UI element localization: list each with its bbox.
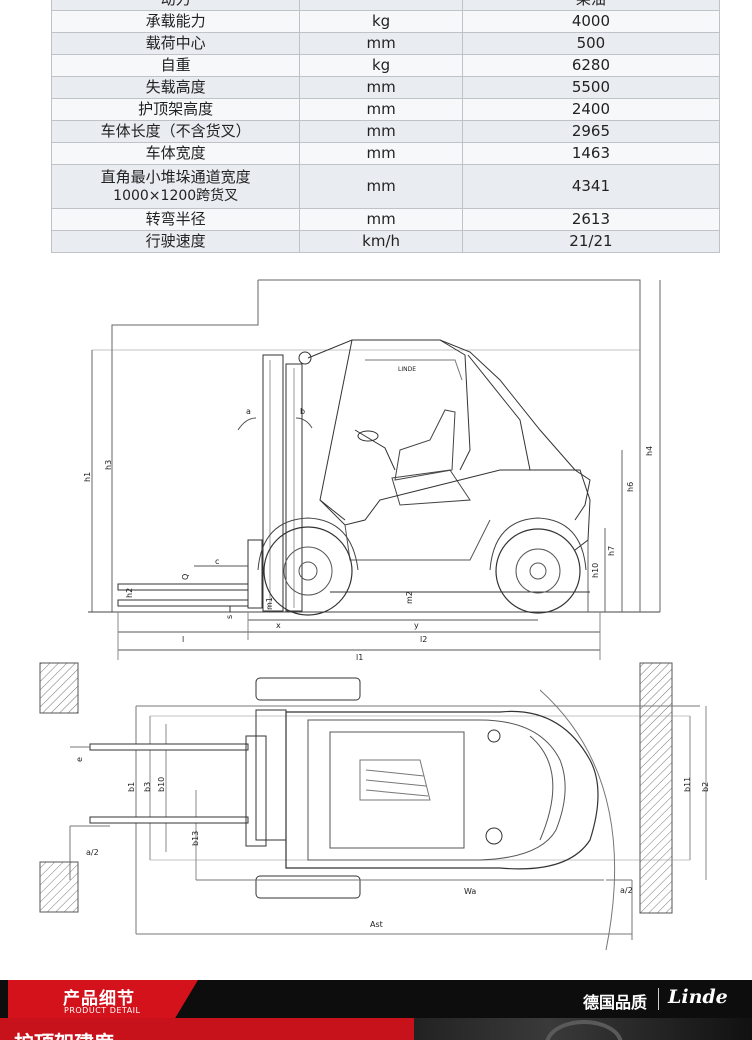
spec-label: 直角最小堆垛通道宽度 1000×1200跨货叉 [50, 164, 301, 209]
dim-label-b10: b10 [157, 777, 166, 792]
dim-label-b11: b11 [683, 777, 692, 792]
table-row: 自重 kg 6280 [50, 54, 721, 77]
side-view: a b h1 h3 h4 h6 h7 h10 h2 Q c s m1 m2 x … [83, 279, 661, 662]
table-row: 失载高度 mm 5500 [50, 76, 721, 99]
spec-unit: kg [299, 10, 463, 33]
spec-value: 1463 [461, 142, 721, 165]
section-title: 护顶架建度 [14, 1027, 114, 1040]
spec-unit: mm [299, 120, 463, 143]
banner-subtitle: PRODUCT DETAIL [64, 1006, 141, 1015]
spec-value: 柴油 [461, 0, 721, 11]
dim-label-a: a [246, 407, 251, 416]
spec-value: 21/21 [461, 230, 721, 253]
table-row: 转弯半径 mm 2613 [50, 208, 721, 231]
dim-label-h6: h6 [626, 482, 635, 492]
dim-label-h1: h1 [83, 472, 92, 482]
spec-value: 4000 [461, 10, 721, 33]
dim-label-h7: h7 [607, 546, 616, 556]
dim-label-a2-left: a/2 [86, 848, 99, 857]
dim-label-l1: l1 [356, 653, 363, 662]
spec-unit: km/h [299, 230, 463, 253]
spec-label: 自重 [50, 54, 301, 77]
spec-unit: mm [299, 76, 463, 99]
product-detail-banner: 产品细节 PRODUCT DETAIL 德国品质 Linde [0, 980, 752, 1018]
dim-label-h3: h3 [104, 460, 113, 470]
table-row: 行驶速度 km/h 21/21 [50, 230, 721, 253]
spec-unit [299, 0, 463, 11]
table-row: 车体宽度 mm 1463 [50, 142, 721, 165]
dim-label-ast: Ast [370, 920, 383, 929]
spec-unit: mm [299, 142, 463, 165]
spec-label-line2: 1000×1200跨货叉 [113, 187, 239, 204]
spec-value: 2965 [461, 120, 721, 143]
dim-label-l2: l2 [420, 635, 427, 644]
brand-logo: Linde [668, 986, 728, 1008]
section-header: 护顶架建度 [0, 1018, 752, 1040]
spec-label: 载荷中心 [50, 32, 301, 55]
quality-slogan: 德国品质 [583, 993, 648, 1012]
dim-label-b2: b2 [701, 782, 710, 792]
table-row: 直角最小堆垛通道宽度 1000×1200跨货叉 mm 4341 [50, 164, 721, 209]
dim-label-wa: Wa [464, 887, 476, 896]
dim-label-a2-right: a/2 [620, 886, 633, 895]
dim-label-s: s [225, 615, 234, 619]
dim-label-x: x [276, 621, 281, 630]
spec-value: 4341 [461, 164, 721, 209]
spec-unit: mm [299, 208, 463, 231]
dim-label-b3: b3 [143, 782, 152, 792]
banner-title: 产品细节 [63, 989, 135, 1009]
spec-value: 6280 [461, 54, 721, 77]
table-row: 车体长度（不含货叉） mm 2965 [50, 120, 721, 143]
table-row: 动力 柴油 [50, 0, 721, 11]
spec-unit: mm [299, 164, 463, 209]
dim-label-b13: b13 [191, 831, 200, 846]
dim-label-y: y [414, 621, 419, 630]
spec-label: 车体长度（不含货叉） [50, 120, 301, 143]
dim-label-m1: m1 [265, 597, 274, 610]
banner-red-tab [8, 980, 198, 1018]
spec-unit: kg [299, 54, 463, 77]
spec-label: 动力 [50, 0, 301, 11]
top-view: e b1 b3 b10 b13 b11 b2 a/2 a/2 Wa Ast [39, 662, 710, 951]
spec-value: 2613 [461, 208, 721, 231]
dim-label-h2: h2 [125, 588, 134, 598]
spec-label-line1: 直角最小堆垛通道宽度 [100, 167, 251, 186]
dim-label-e: e [75, 757, 84, 762]
table-row: 护顶架高度 mm 2400 [50, 98, 721, 121]
dim-label-q: Q [181, 574, 190, 580]
spec-label: 承载能力 [50, 10, 301, 33]
spec-label: 车体宽度 [50, 142, 301, 165]
spec-value: 5500 [461, 76, 721, 99]
dim-label-b1: b1 [127, 782, 136, 792]
section-header-red [0, 1018, 414, 1040]
spec-table: 动力 柴油 承载能力 kg 4000 载荷中心 mm 500 自重 kg 628… [50, 0, 721, 253]
table-row: 承载能力 kg 4000 [50, 10, 721, 33]
cab-text: LINDE [398, 366, 416, 373]
dim-label-m2: m2 [405, 591, 414, 604]
spec-label: 失载高度 [50, 76, 301, 99]
dim-label-h10: h10 [591, 563, 600, 578]
spec-unit: mm [299, 98, 463, 121]
spec-value: 2400 [461, 98, 721, 121]
dim-label-b: b [300, 407, 305, 416]
dim-label-h4: h4 [645, 446, 654, 456]
spec-label: 行驶速度 [50, 230, 301, 253]
spec-unit: mm [299, 32, 463, 55]
spec-value: 500 [461, 32, 721, 55]
banner-divider [658, 988, 659, 1010]
dim-label-c: c [215, 557, 219, 566]
dim-label-l: l [182, 635, 184, 644]
spec-label: 转弯半径 [50, 208, 301, 231]
forklift-dimension-drawing: a b h1 h3 h4 h6 h7 h10 h2 Q c s m1 m2 x … [39, 279, 710, 951]
table-row: 载荷中心 mm 500 [50, 32, 721, 55]
spec-label: 护顶架高度 [50, 98, 301, 121]
